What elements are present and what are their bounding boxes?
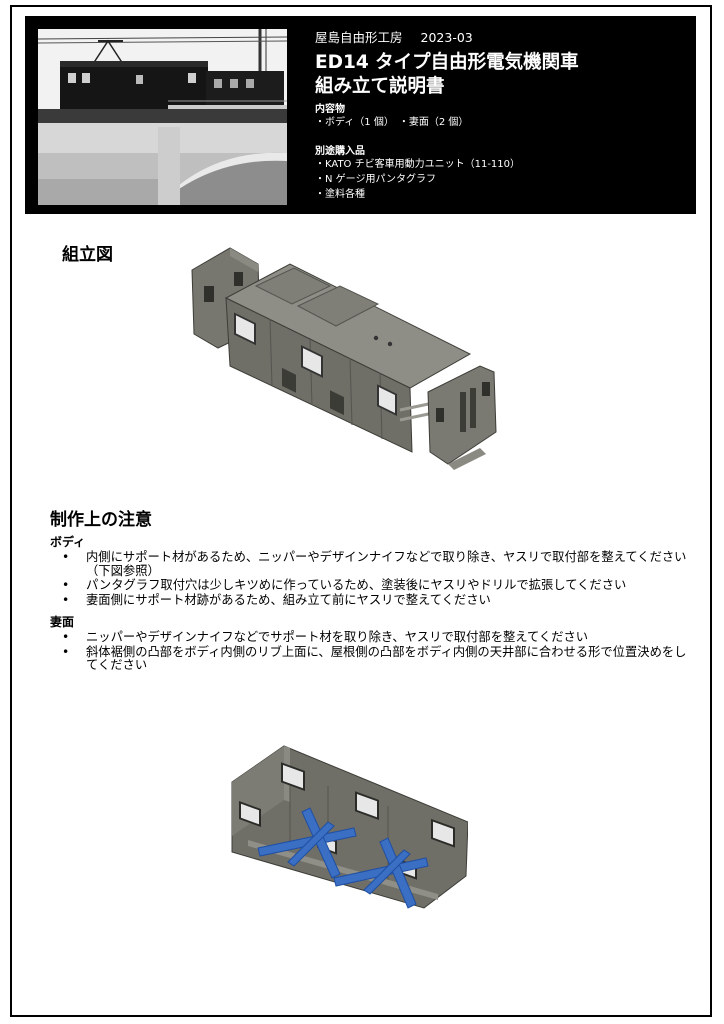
list-item-text: パンタグラフ取付穴は少しキツめに作っているため、塗装後にヤスリやドリルで拡張して… <box>86 578 627 592</box>
bullet: • <box>62 578 70 592</box>
purchase-item: ・N ゲージ用パンタグラフ <box>315 174 436 185</box>
title-line-1: ED14 タイプ自由形電気機関車 <box>315 52 579 73</box>
contents-item: ・ボディ（1 個） <box>315 117 389 128</box>
support-material-diagram <box>228 744 468 916</box>
body-subheading: ボディ <box>50 535 86 549</box>
purchase-item: ・塗料各種 <box>315 189 365 200</box>
locomotive-photo <box>38 29 287 205</box>
contents-list: ・ボディ（1 個） ・妻面（2 個） <box>315 115 686 130</box>
list-item: • ニッパーやデザインナイフなどでサポート材を取り除き、ヤスリで取付部を整えてくだ… <box>50 630 690 645</box>
end-wall-subheading: 妻面 <box>50 615 75 629</box>
header-meta: 屋島自由形工房 2023-03 <box>315 27 686 46</box>
list-item: • 斜体裾側の凸部をボディ内側のリブ上面に、屋根側の凸部をボディ内側の天井部に合わ… <box>50 644 690 673</box>
assembly-diagram <box>190 242 500 474</box>
list-item-text: 妻面側にサポート材跡があるため、組み立て前にヤスリで整えてください <box>86 592 491 607</box>
assembly-heading: 組立図 <box>62 245 113 265</box>
purchase-label: 別途購入品 <box>315 146 365 157</box>
list-item: • 内側にサポート材があるため、ニッパーやデザインナイフなどで取り除き、ヤスリで取… <box>50 550 690 578</box>
list-item-text: ニッパーやデザインナイフなどでサポート材を取り除き、ヤスリで取付部を整えてくださ… <box>86 630 589 644</box>
list-item-text: 内側にサポート材があるため、ニッパーやデザインナイフなどで取り除き、ヤスリで取付… <box>86 550 687 578</box>
bullet: • <box>62 550 70 564</box>
header-date: 2023-03 <box>420 30 473 45</box>
notes-heading: 制作上の注意 <box>50 510 152 530</box>
bullet: • <box>62 630 70 644</box>
notes-section: ボディ • 内側にサポート材があるため、ニッパーやデザインナイフなどで取り除き、ヤ… <box>50 533 690 679</box>
studio-name: 屋島自由形工房 <box>315 30 403 45</box>
purchase-item: ・KATO チビ客車用動力ユニット（11-110） <box>315 159 521 170</box>
document-title: ED14 タイプ自由形電気機関車 組み立て説明書 <box>315 51 686 99</box>
list-item-text: 斜体裾側の凸部をボディ内側のリブ上面に、屋根側の凸部をボディ内側の天井部に合わせ… <box>86 644 687 672</box>
contents-label: 内容物 <box>315 104 345 115</box>
bullet: • <box>62 644 70 659</box>
body-notes-list: • 内側にサポート材があるため、ニッパーやデザインナイフなどで取り除き、ヤスリで取… <box>50 550 690 608</box>
list-item: • パンタグラフ取付穴は少しキツめに作っているため、塗装後にヤスリやドリルで拡張し… <box>50 578 690 593</box>
bullet: • <box>62 592 70 607</box>
list-item: • 妻面側にサポート材跡があるため、組み立て前にヤスリで整えてください <box>50 592 690 608</box>
end-wall-notes-list: • ニッパーやデザインナイフなどでサポート材を取り除き、ヤスリで取付部を整えてくだ… <box>50 630 690 673</box>
page-border <box>10 5 712 1017</box>
title-line-2: 組み立て説明書 <box>315 76 445 97</box>
contents-item: ・妻面（2 個） <box>398 117 469 128</box>
